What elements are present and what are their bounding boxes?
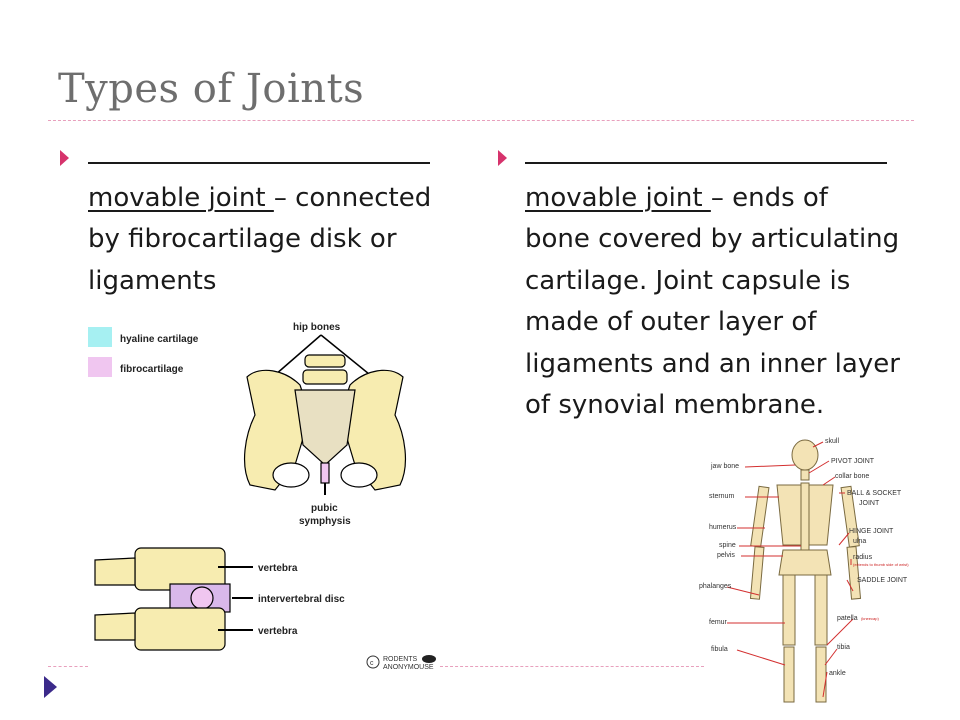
right-body-text: bone covered by articulating cartilage. … xyxy=(525,224,900,420)
pelvis-bones xyxy=(244,354,406,491)
copyright-icon xyxy=(366,655,380,669)
skeleton-figure xyxy=(749,439,862,703)
spine-diagram: vertebra intervertebral disc vertebra xyxy=(94,547,345,651)
credit-logo: c RODENTS ANONYMOUSE xyxy=(366,655,436,671)
left-blank xyxy=(88,134,430,164)
fibula-label: fibula xyxy=(711,646,728,653)
pelvis-label: pelvis xyxy=(717,552,735,559)
skeleton-pointer-lines xyxy=(726,441,854,698)
bottom-divider-left xyxy=(48,666,88,667)
mouse-icon xyxy=(422,655,436,663)
vertebra-label-bottom: vertebra xyxy=(258,626,298,637)
hyaline-legend-swatch xyxy=(88,327,112,347)
hyaline-legend-label: hyaline cartilage xyxy=(120,334,199,345)
ankle-label: ankle xyxy=(829,670,846,677)
top-divider xyxy=(48,120,914,121)
left-bullet-icon xyxy=(60,150,69,166)
svg-text:c: c xyxy=(370,660,374,667)
pelvis-diagram: hyaline cartilage fibrocartilage hip bon… xyxy=(88,322,406,527)
tibia-label: tibia xyxy=(837,644,850,651)
hip-bones-label: hip bones xyxy=(293,322,341,333)
fibrocartilage-legend-label: fibrocartilage xyxy=(120,364,184,375)
collar-bone-label: collar bone xyxy=(835,473,869,480)
humerus-label: humerus xyxy=(709,524,737,531)
ball-socket-label: BALL & SOCKET xyxy=(847,490,902,497)
right-line1-rest: – ends of xyxy=(710,182,828,213)
sternum-label: sternum xyxy=(709,493,734,500)
phalanges-label: phalanges xyxy=(699,583,732,590)
radius-label: radius xyxy=(853,554,873,561)
patella-label: patella xyxy=(837,615,858,622)
left-body-text: by fibrocartilage disk or ligaments xyxy=(88,224,397,296)
right-blank xyxy=(525,134,887,164)
patella-note: (kneecap) xyxy=(861,616,879,621)
saddle-joint-label: SADDLE JOINT xyxy=(857,577,908,584)
fibrocartilage-legend-swatch xyxy=(88,357,112,377)
skeleton-diagram: jaw bone sternum humerus spine pelvis ph… xyxy=(699,438,909,703)
disc-label: intervertebral disc xyxy=(258,594,345,605)
bottom-divider-right xyxy=(440,666,704,667)
symphysis-label: symphysis xyxy=(299,516,351,527)
hinge-joint-label: HINGE JOINT xyxy=(849,528,894,535)
left-line1-rest: – connected xyxy=(273,182,432,213)
right-bullet-icon xyxy=(498,150,507,166)
right-underlined-term: movable joint xyxy=(525,182,711,213)
credit-line-1: RODENTS xyxy=(383,656,418,663)
femur-label: femur xyxy=(709,619,728,626)
pubic-label: pubic xyxy=(311,503,338,514)
jaw-bone-label: jaw bone xyxy=(710,463,739,470)
ulna-label: ulna xyxy=(853,538,866,545)
bottom-arrow-icon xyxy=(44,676,57,698)
right-text-block: movable joint – ends of bone covered by … xyxy=(525,134,910,427)
credit-line-2: ANONYMOUSE xyxy=(383,664,434,671)
spine-label: spine xyxy=(719,542,736,549)
slide-title: Types of Joints xyxy=(58,66,365,112)
left-underlined-term: movable joint xyxy=(88,182,274,213)
pivot-joint-label: PIVOT JOINT xyxy=(831,458,875,465)
skull-label: skull xyxy=(825,438,839,445)
vertebra-label-top: vertebra xyxy=(258,563,298,574)
radius-note: (extends to thumb side of wrist) xyxy=(853,562,909,567)
ball-socket-joint-label: JOINT xyxy=(859,500,880,507)
left-text-block: movable joint – connected by fibrocartil… xyxy=(88,134,478,302)
